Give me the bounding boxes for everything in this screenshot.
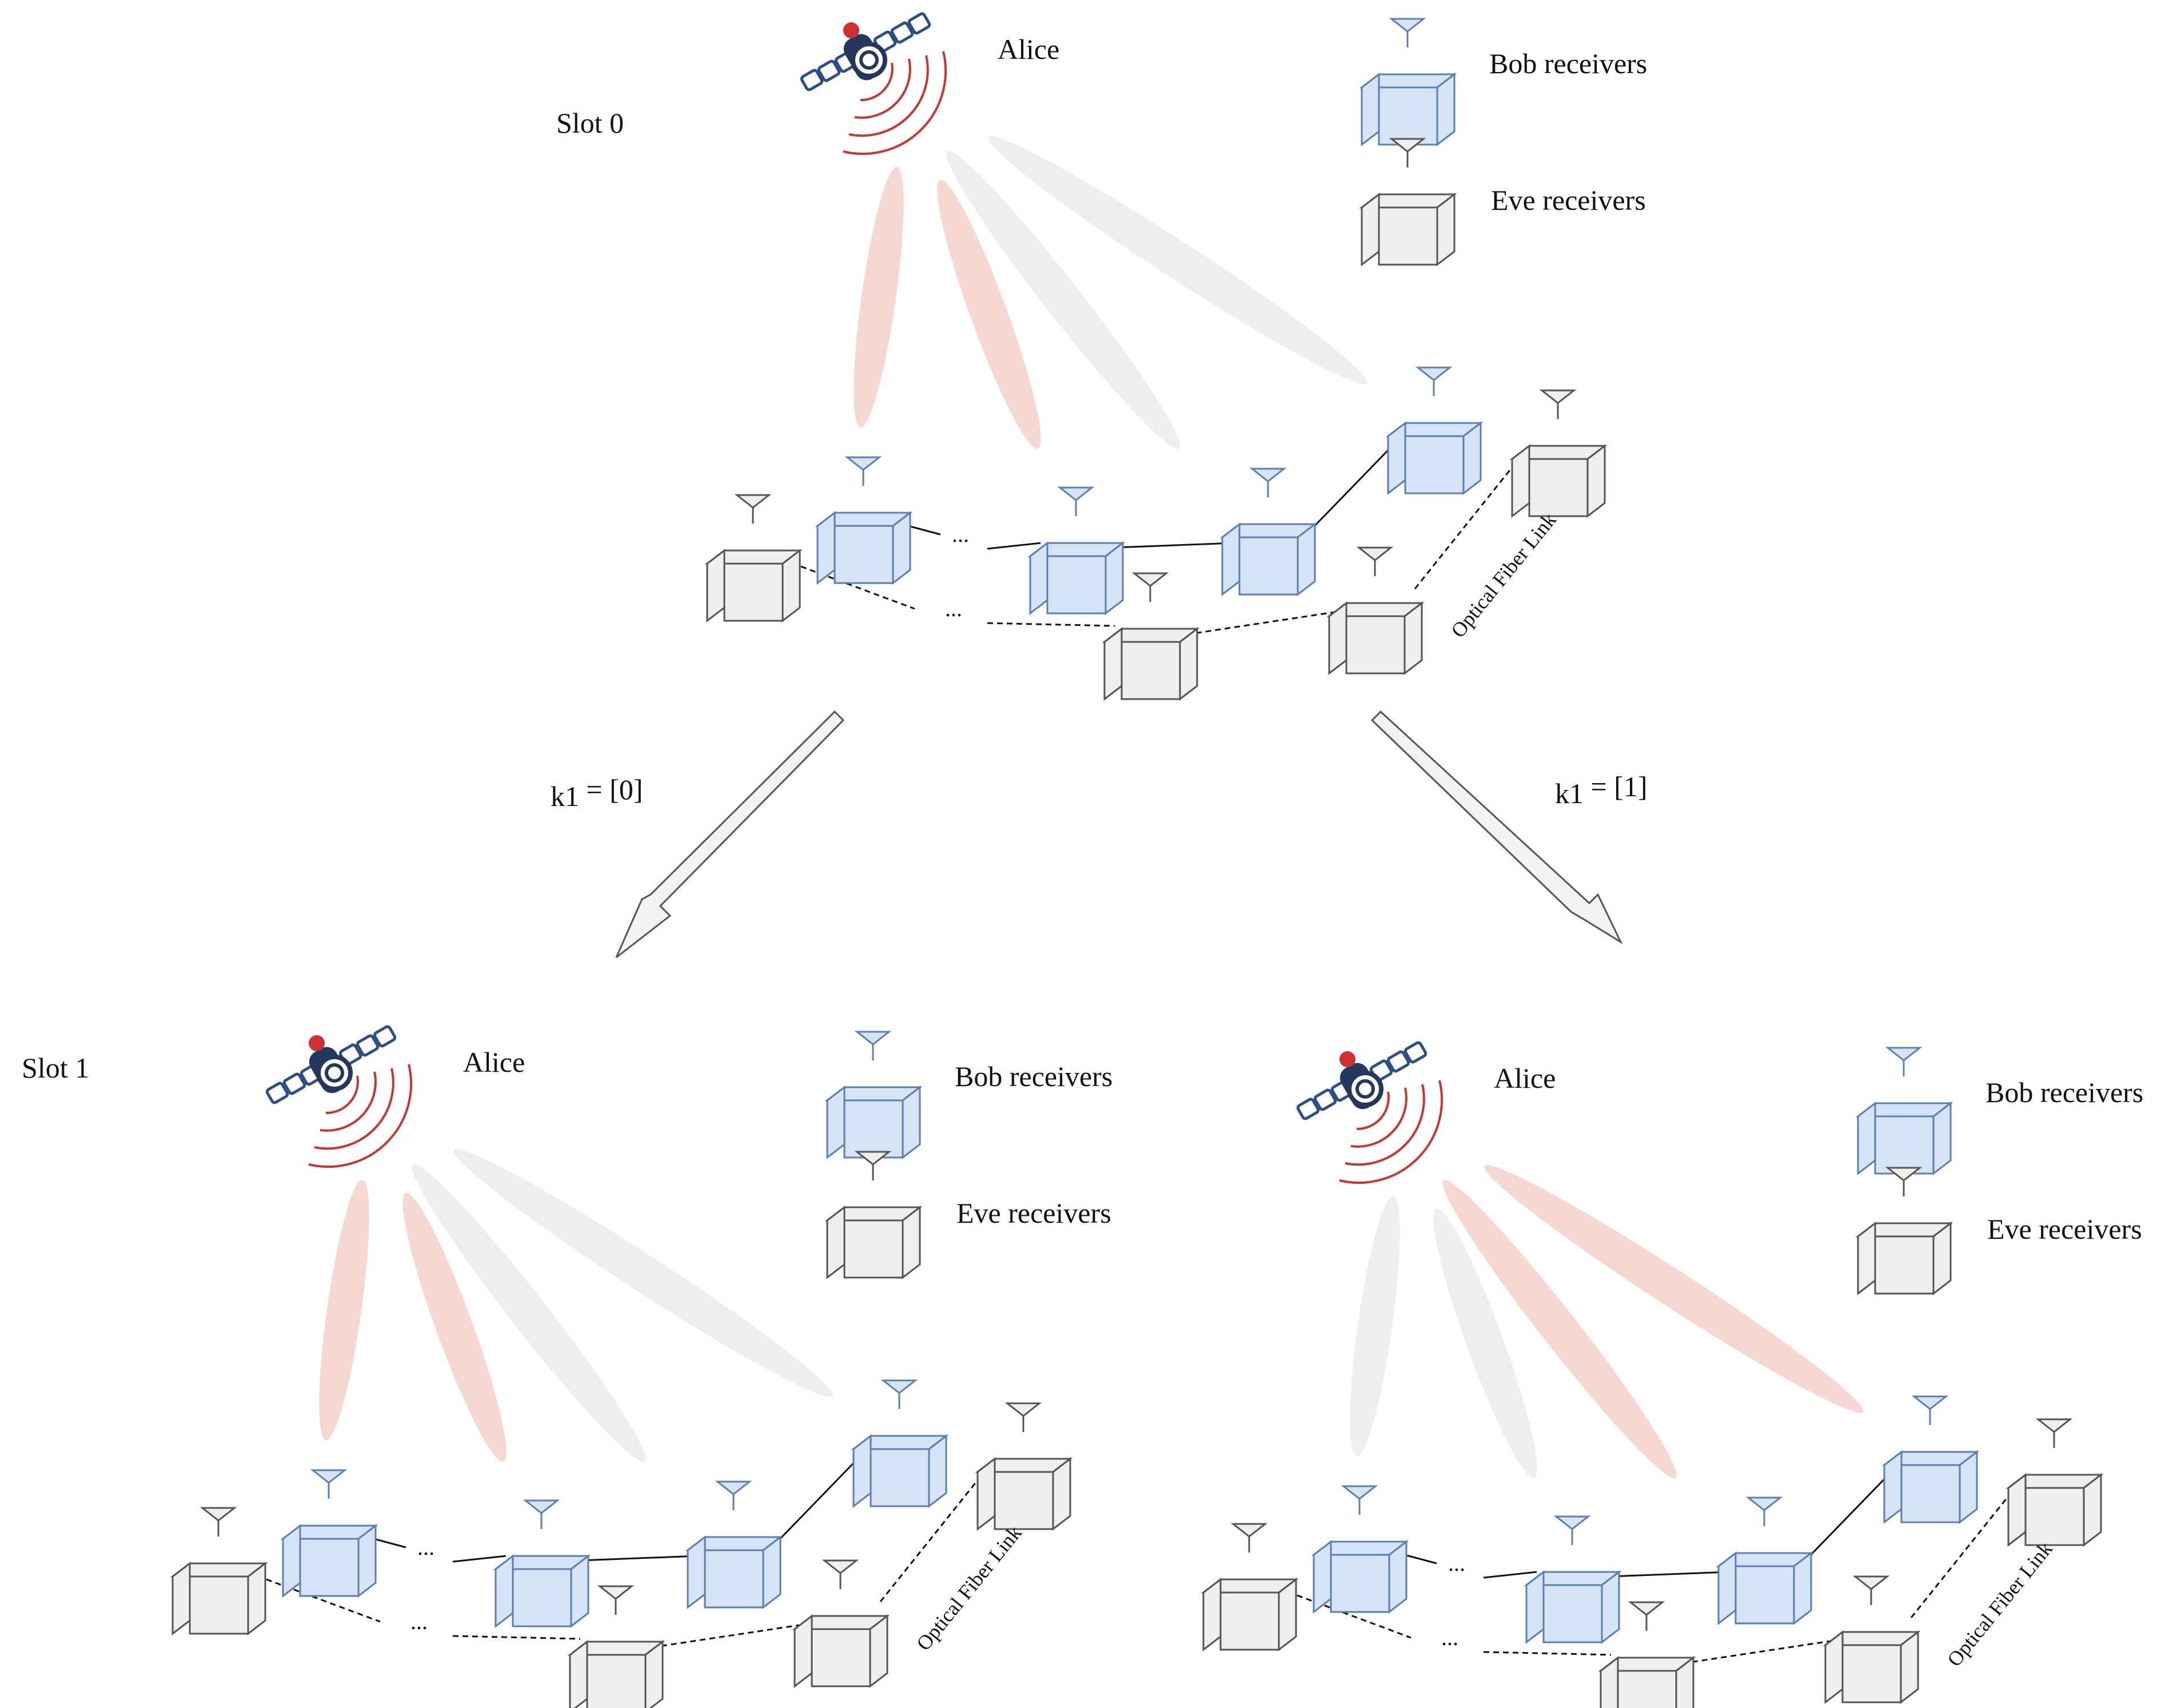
beam xyxy=(1484,1165,1864,1413)
panel-slot-1-k1-1: Alice Bob receivers Eve receivers ... ..… xyxy=(1202,1041,2143,1708)
eve-receiver-icon xyxy=(172,1507,266,1635)
eve-receiver-icon xyxy=(976,1402,1071,1530)
beam-group xyxy=(1350,1165,1864,1478)
bob-receiver-icon xyxy=(852,1379,947,1507)
eve-receiver-icon xyxy=(826,1151,921,1279)
transition-left: k1 = [0] xyxy=(551,710,845,959)
eve-receiver-icon xyxy=(2007,1418,2102,1546)
beam xyxy=(1433,1208,1537,1478)
transition-var: k1 xyxy=(551,780,579,812)
beam xyxy=(946,151,1181,449)
fiber-link-label: Optical Fiber Link xyxy=(912,1522,1026,1655)
transition-value: = [0] xyxy=(579,773,643,805)
bob-receiver-icon xyxy=(495,1499,589,1627)
alice-label: Alice xyxy=(463,1046,525,1078)
alice-label: Alice xyxy=(998,33,1059,65)
eve-receiver-icon xyxy=(1328,546,1423,675)
beam xyxy=(453,1149,833,1397)
slot-label: Slot 1 xyxy=(22,1052,89,1084)
bob-receiver-icon xyxy=(1717,1497,1812,1625)
transition-var: k1 xyxy=(1555,777,1584,809)
bob-receiver-icon xyxy=(826,1031,921,1159)
legend: Bob receivers Eve receivers xyxy=(1857,1047,2143,1295)
eve-receiver-icon xyxy=(794,1559,888,1687)
eve-receiver-icon xyxy=(1361,138,1456,266)
ellipsis: ... xyxy=(1448,1550,1465,1576)
bob-receiver-icon xyxy=(1313,1485,1408,1613)
bob-receiver-icon xyxy=(1387,366,1482,494)
fiber-link-label: Optical Fiber Link xyxy=(1446,509,1561,642)
bob-receiver-icon xyxy=(1883,1395,1978,1523)
legend-eve-label: Eve receivers xyxy=(1987,1213,2142,1245)
beam xyxy=(937,179,1041,449)
satellite-icon xyxy=(266,1025,412,1168)
beam xyxy=(319,1180,369,1440)
beam xyxy=(1350,1196,1400,1456)
eve-receiver-icon xyxy=(1857,1167,1952,1295)
bob-receiver-icon xyxy=(1361,18,1456,146)
eve-receiver-icon xyxy=(1824,1575,1919,1703)
slot-label: Slot 0 xyxy=(556,107,624,139)
bob-receiver-icon xyxy=(687,1480,782,1609)
legend-bob-label: Bob receivers xyxy=(955,1060,1113,1092)
ellipsis: ... xyxy=(945,596,962,621)
eve-receiver-icon xyxy=(706,494,801,622)
fiber-links xyxy=(791,439,1519,636)
bob-receiver-icon xyxy=(282,1469,377,1597)
ellipsis: ... xyxy=(410,1609,428,1634)
satellite-icon xyxy=(801,13,947,155)
arrow-down-icon xyxy=(1370,710,1623,944)
bob-receiver-icon xyxy=(1525,1515,1620,1643)
bob-receiver-icon xyxy=(1857,1047,1952,1175)
beam xyxy=(402,1192,507,1462)
legend-bob-label: Bob receivers xyxy=(1489,47,1647,79)
beam xyxy=(412,1164,646,1462)
bob-receiver-icon xyxy=(816,456,911,584)
transition-label: k1 = [0] xyxy=(551,773,643,812)
legend-eve-label: Eve receivers xyxy=(1491,184,1646,216)
panel-slot-0: Slot 0 Alice Bob receivers Eve receivers… xyxy=(556,13,1647,700)
beam xyxy=(854,167,904,428)
legend-eve-label: Eve receivers xyxy=(956,1197,1111,1229)
ellipsis: ... xyxy=(952,521,969,547)
beam-group xyxy=(319,1149,833,1462)
eve-receiver-icon xyxy=(1511,389,1606,517)
legend: Bob receivers Eve receivers xyxy=(826,1031,1113,1279)
beam-group xyxy=(854,136,1367,449)
transition-right: k1 = [1] xyxy=(1370,710,1648,944)
bob-receiver-icon xyxy=(1029,486,1124,614)
alice-label: Alice xyxy=(1494,1062,1556,1094)
beam xyxy=(1442,1180,1677,1478)
fiber-link-label: Optical Fiber Link xyxy=(1943,1538,2057,1671)
ellipsis: ... xyxy=(417,1534,434,1560)
arrow-down-icon xyxy=(615,710,845,959)
beam xyxy=(988,136,1367,384)
legend: Bob receivers Eve receivers xyxy=(1361,18,1647,266)
legend-bob-label: Bob receivers xyxy=(1985,1076,2143,1108)
ellipsis: ... xyxy=(1441,1625,1458,1650)
satellite-icon xyxy=(1297,1041,1443,1184)
transition-value: = [1] xyxy=(1584,771,1648,803)
bob-receiver-icon xyxy=(1221,468,1316,596)
panel-slot-1-k1-0: Slot 1 Alice Bob receivers Eve receivers… xyxy=(22,1025,1113,1708)
eve-receiver-icon xyxy=(1202,1523,1297,1651)
transition-label: k1 = [1] xyxy=(1555,771,1648,809)
